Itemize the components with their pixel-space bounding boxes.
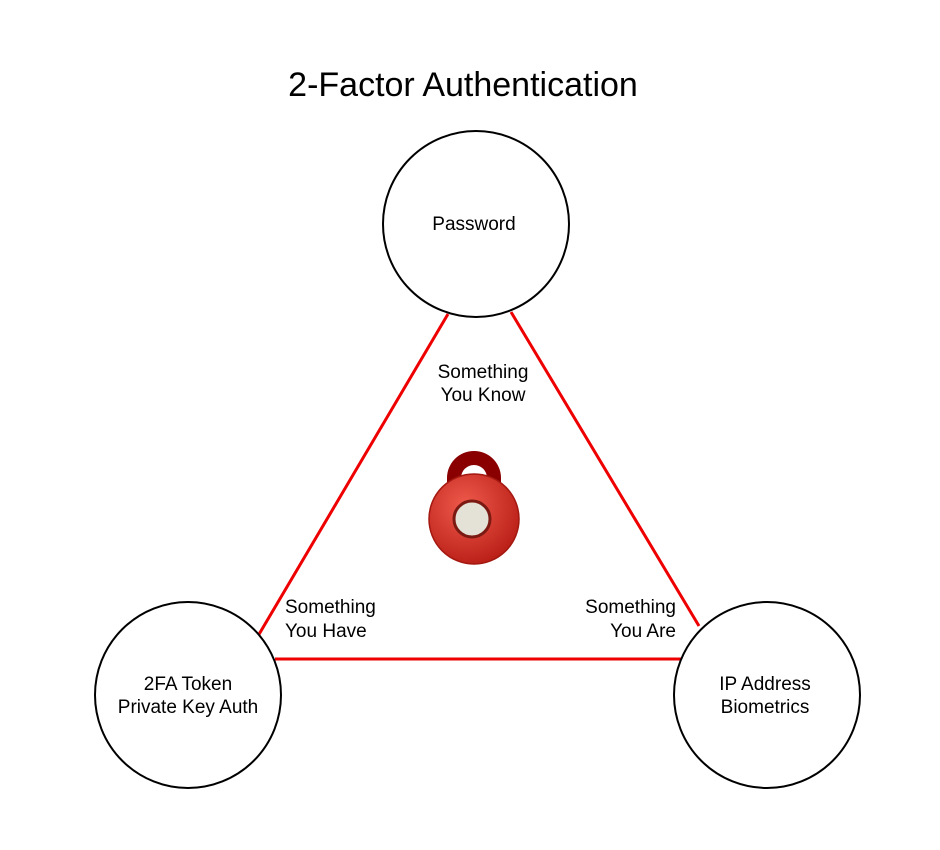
edge-know-label-1: Something — [438, 362, 529, 383]
triangle-edges — [256, 311, 701, 661]
node-password — [382, 130, 570, 318]
diagram-title: 2-Factor Authentication — [288, 66, 638, 104]
node-biometrics-label-2: Biometrics — [721, 697, 810, 718]
node-biometrics-label-1: IP Address — [719, 674, 811, 695]
node-token-label-1: 2FA Token — [144, 674, 232, 695]
edge-know-label-2: You Know — [441, 385, 526, 406]
node-token — [94, 601, 282, 789]
edge-are-label-1: Something — [585, 597, 676, 618]
node-biometrics — [673, 601, 861, 789]
edge-have-label-1: Something — [285, 597, 376, 618]
edge-have-label-2: You Have — [285, 621, 367, 642]
edge-are — [509, 311, 701, 627]
node-password-label: Password — [432, 214, 515, 235]
edge-know — [256, 313, 450, 637]
padlock-icon — [428, 451, 520, 565]
edge-are-label-2: You Are — [610, 621, 676, 642]
node-token-label-2: Private Key Auth — [118, 697, 258, 718]
